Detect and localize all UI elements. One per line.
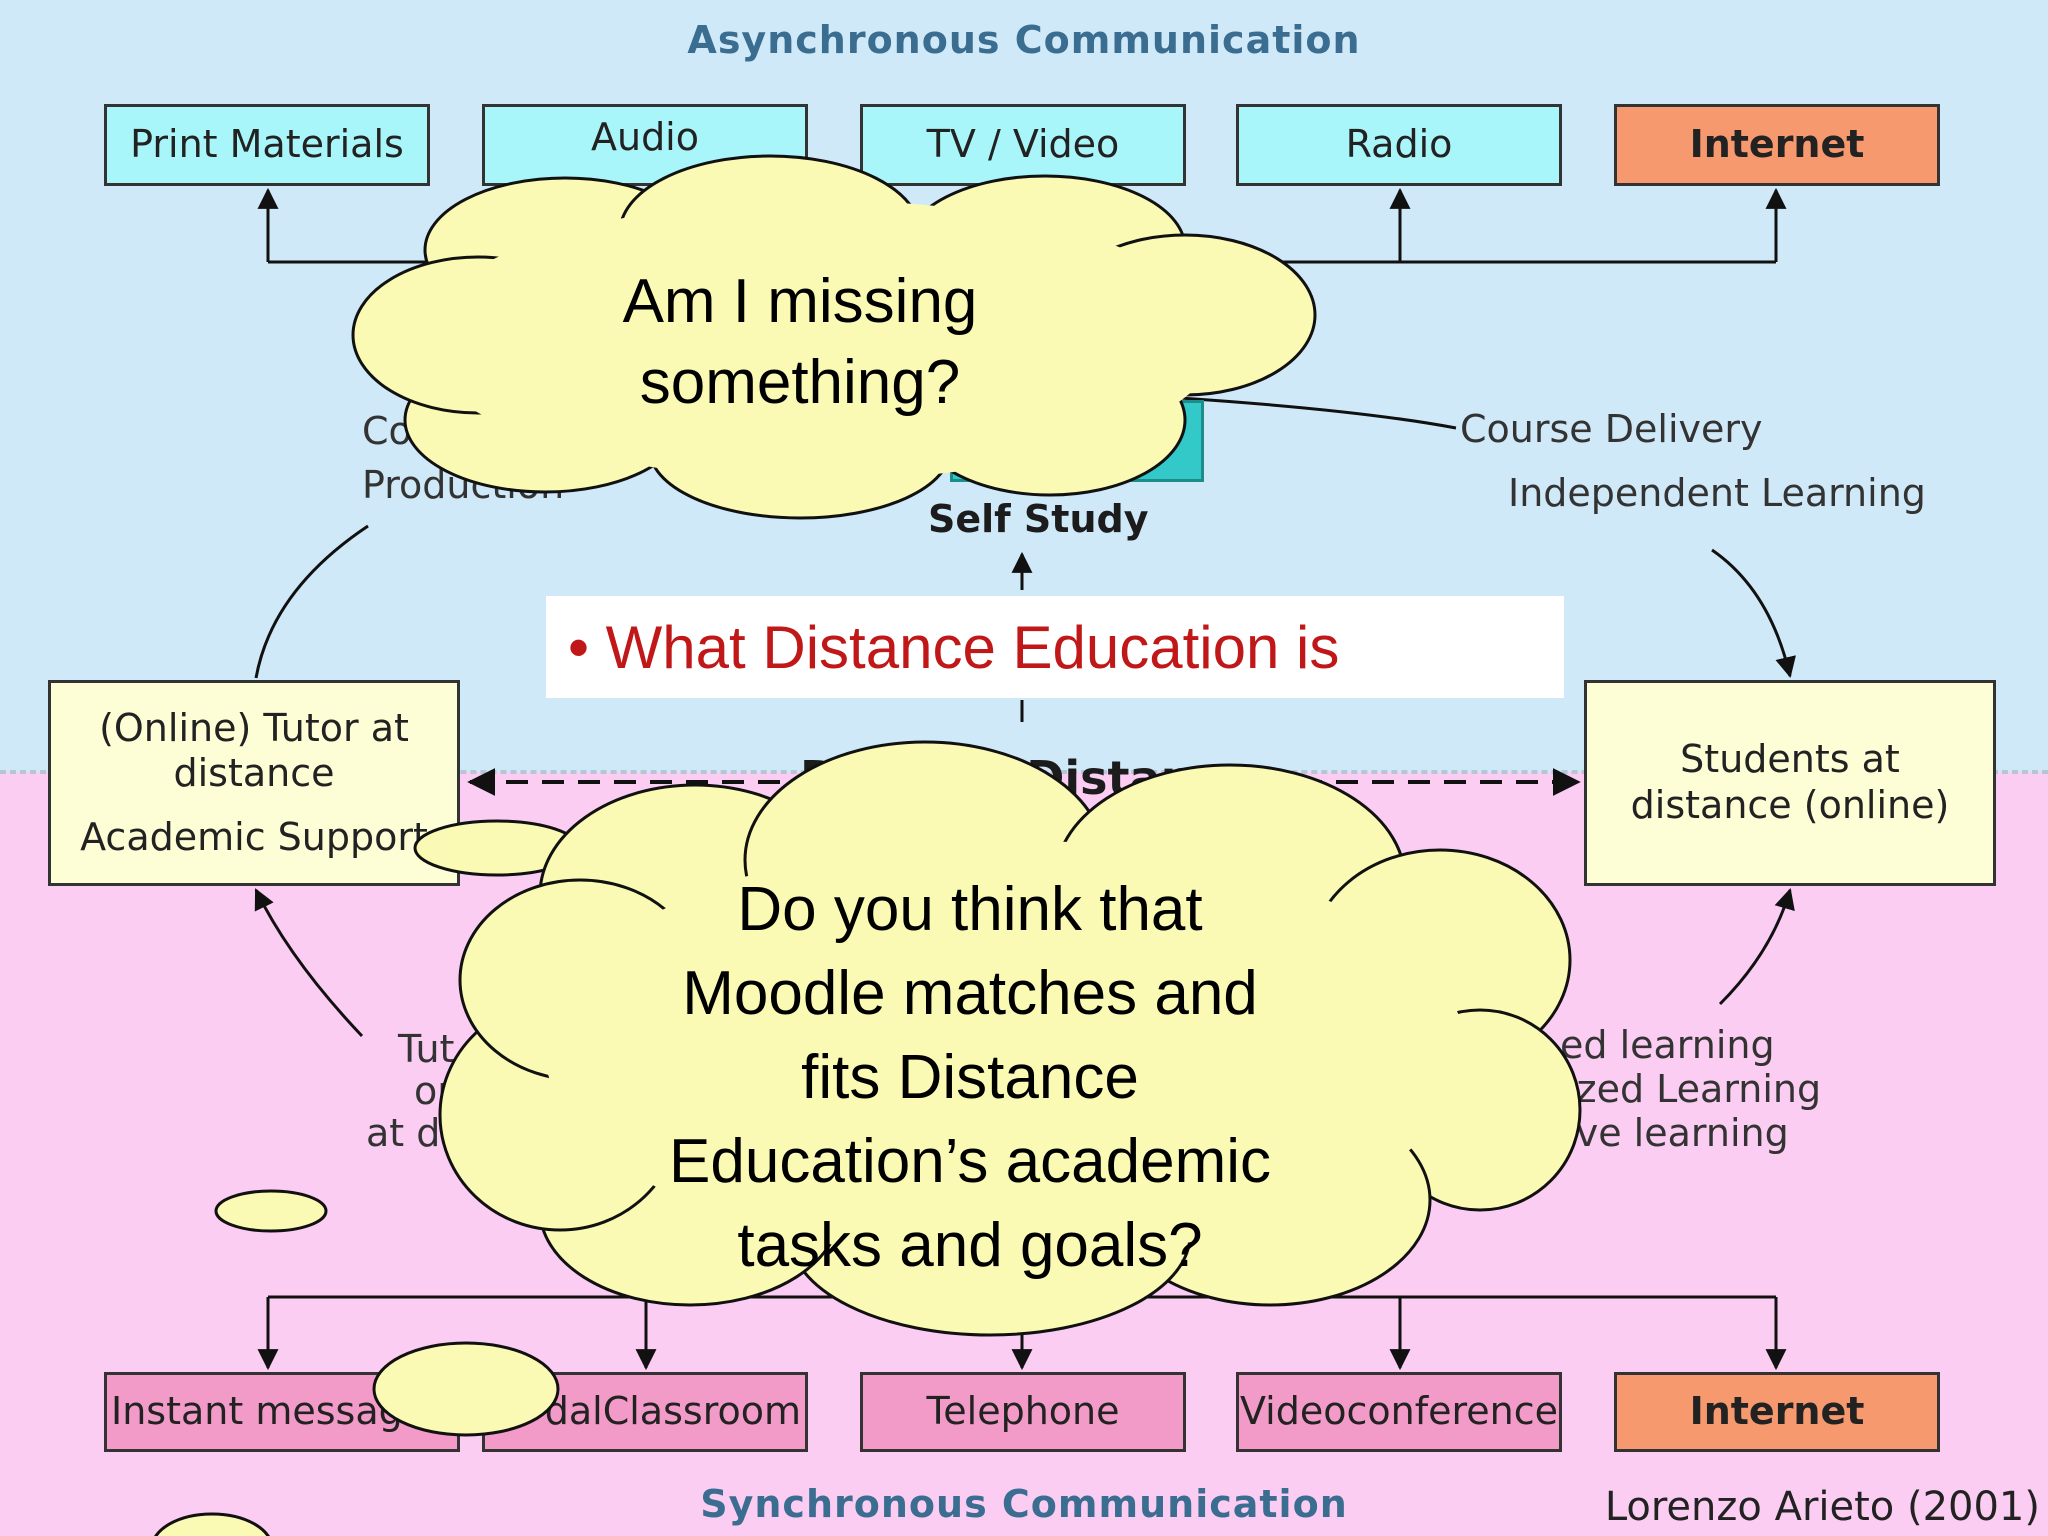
sync-box-telephone: Telephone (860, 1372, 1186, 1452)
cloud-bottom-line-5: tasks and goals? (737, 1211, 1203, 1280)
credit-label: Lorenzo Arieto (2001) (1604, 1484, 2040, 1530)
cloud-bottom-line-4: Education’s academic (669, 1127, 1271, 1196)
sync-box-internet: Internet (1614, 1372, 1940, 1452)
cloud-bottom-shape (438, 740, 1582, 1337)
self-study-label: Self Study (928, 497, 1149, 541)
course-delivery-label: Course Delivery (1460, 407, 1763, 451)
bullet-callout: • What Distance Education is (546, 596, 1564, 698)
right-learning-label-1: ed learning (1560, 1023, 1775, 1067)
independent-learning-label: Independent Learning (1508, 471, 1926, 515)
cloud-top-shape (351, 154, 1317, 520)
async-box-internet: Internet (1614, 104, 1940, 186)
students-line-1: Students at (1680, 737, 1900, 782)
cloud-top-text: Am I missing something? (500, 262, 1100, 423)
async-title: Asynchronous Communication (687, 18, 1361, 62)
cloud-bottom-line-3: fits Distance (801, 1043, 1139, 1112)
cloud-bottom-line-2: Moodle matches and (682, 959, 1258, 1028)
tutor-line-3: Academic Support (80, 814, 428, 859)
cloud-top-line-1: Am I missing (622, 267, 978, 336)
cloud-bottom-text: Do you think that Moodle matches and fit… (600, 868, 1340, 1288)
students-line-2: distance (online) (1630, 783, 1950, 827)
tutor-left-label-1: Tut (398, 1027, 455, 1071)
right-learning-label-2: nized Learning (1542, 1067, 1822, 1111)
tutor-box: (Online) Tutor at distance Academic Supp… (48, 680, 460, 886)
cloud-top-line-2: something? (639, 347, 961, 417)
async-box-radio: Radio (1236, 104, 1562, 186)
students-box: Students at distance (online) (1584, 680, 1996, 886)
sync-title: Synchronous Communication (700, 1482, 1348, 1526)
async-box-print-materials: Print Materials (104, 104, 430, 186)
course-production-fragment: Co (362, 409, 412, 453)
bullet-text: • What Distance Education is (568, 613, 1340, 681)
async-box-tv-video: TV / Video (860, 104, 1186, 186)
sync-box-videoconference: Videoconference (1236, 1372, 1562, 1452)
tutor-line-2: distance (173, 751, 335, 796)
tutor-line-1: (Online) Tutor at (99, 705, 409, 750)
cloud-bottom-line-1: Do you think that (737, 875, 1203, 944)
